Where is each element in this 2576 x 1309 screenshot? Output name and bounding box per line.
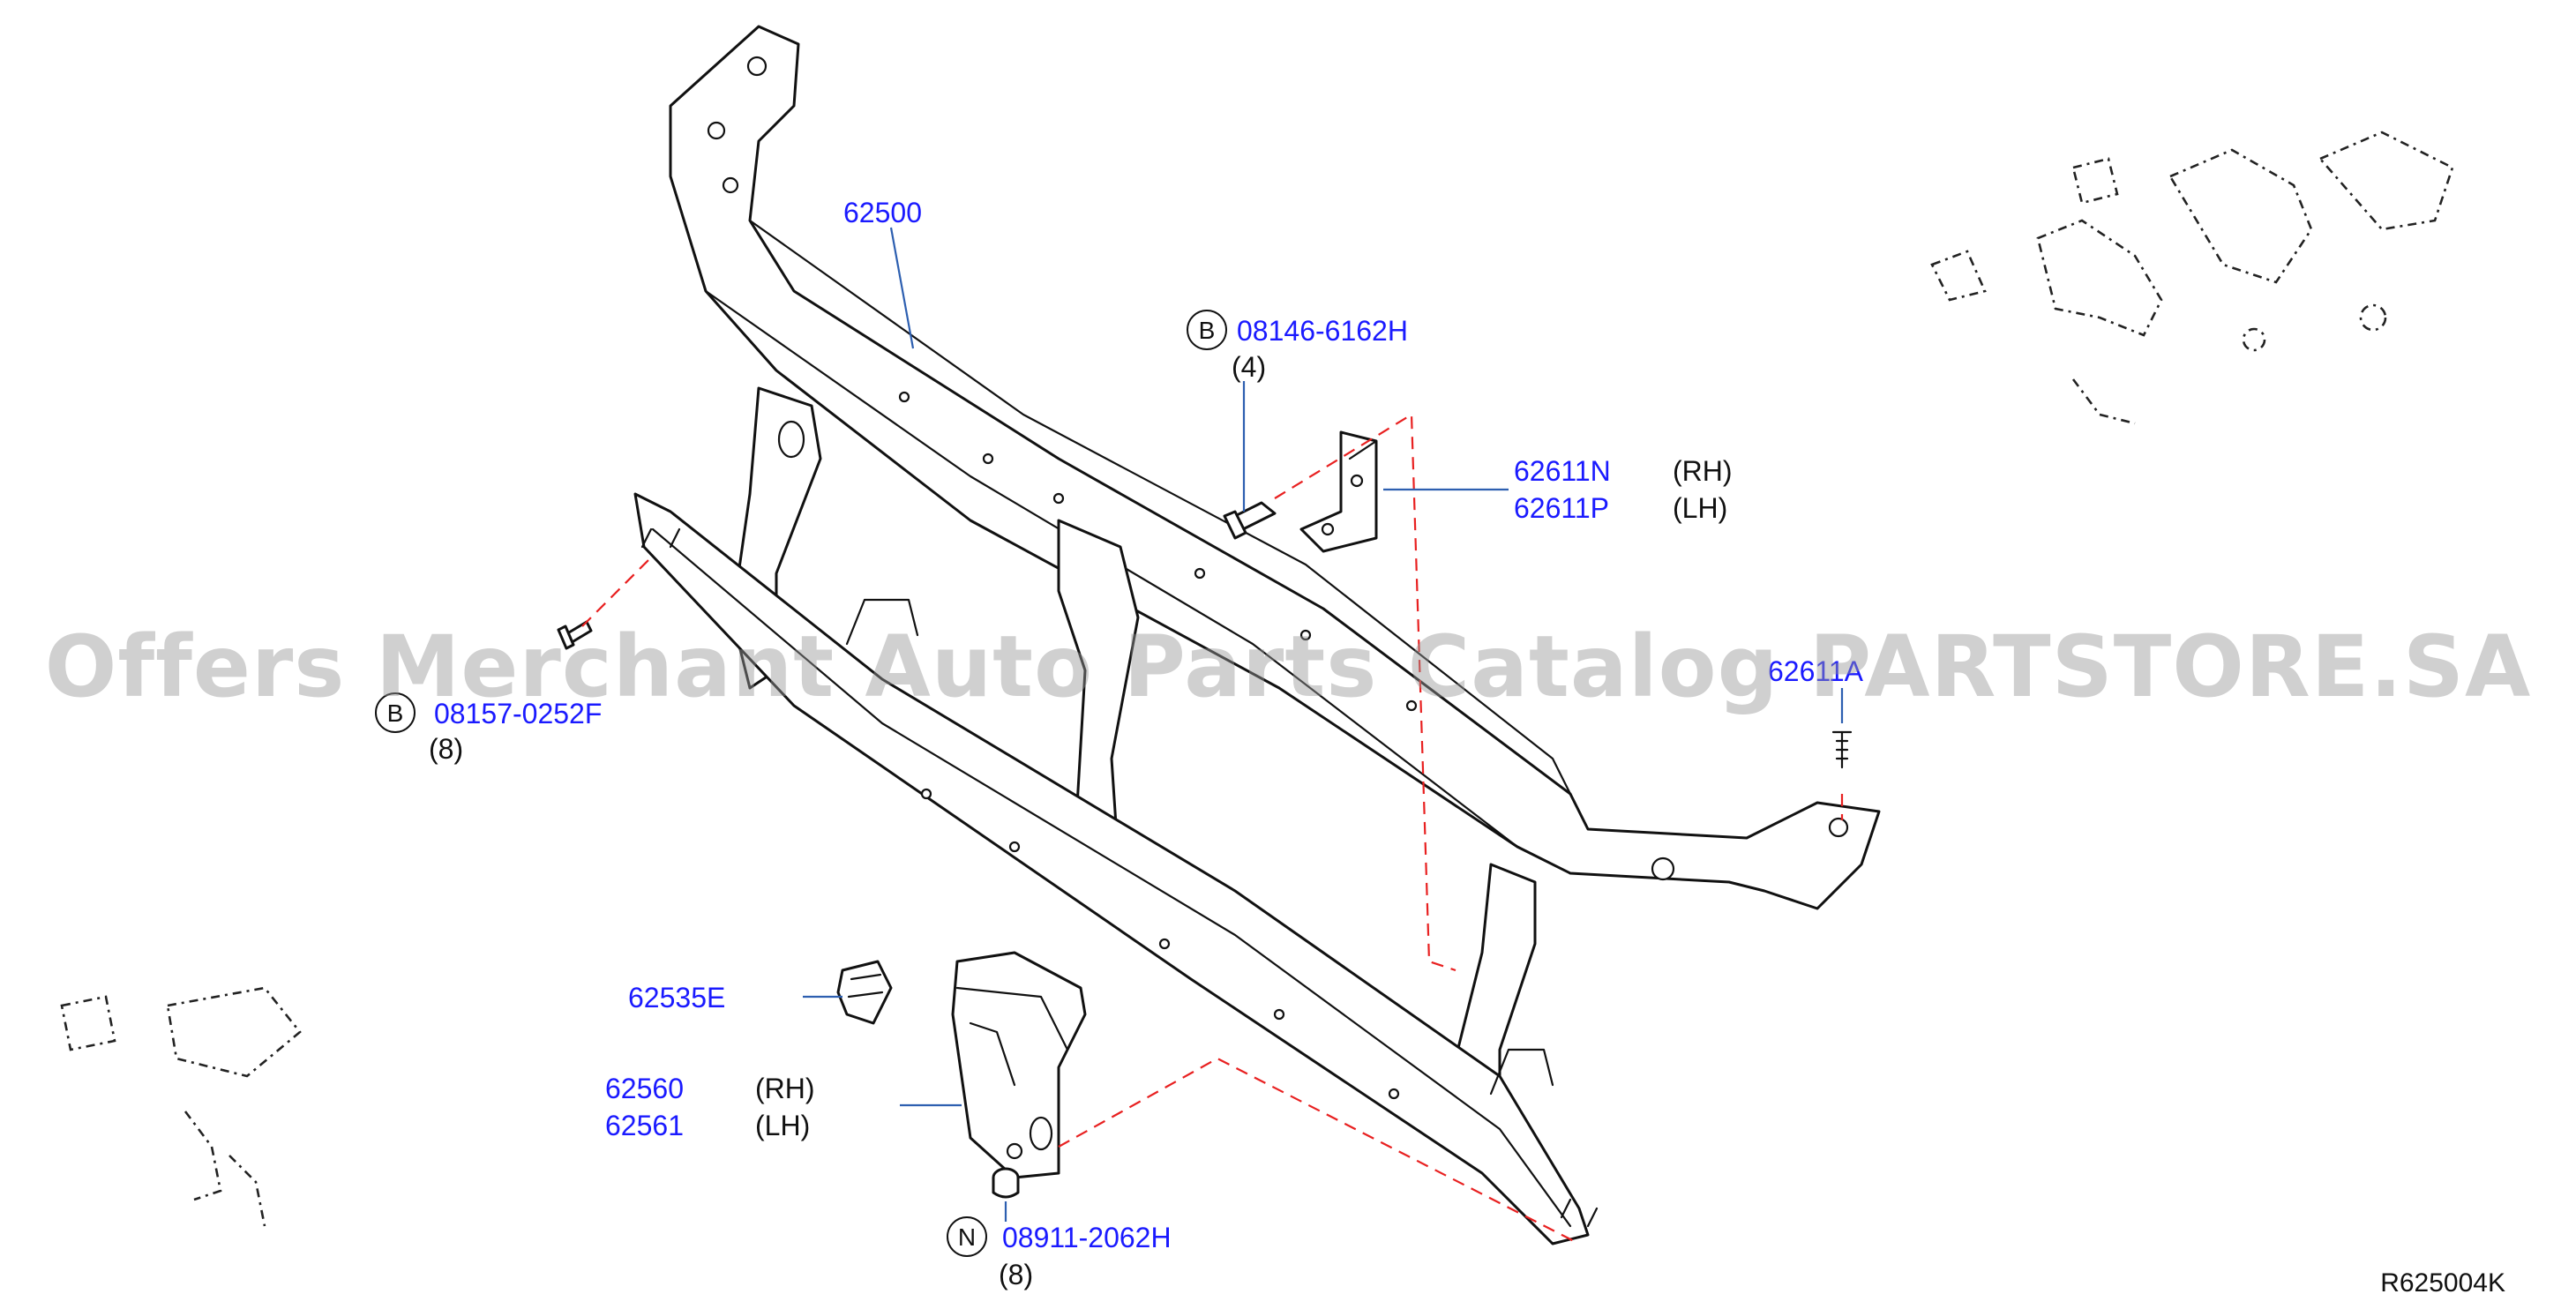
part-number-62560[interactable]: 62560 xyxy=(605,1073,684,1104)
part-number-62611A[interactable]: 62611A xyxy=(1768,655,1864,687)
support-callout: 62560 (RH) 62561 (LH) xyxy=(605,1073,815,1141)
part-number-08911-2062H[interactable]: 08911-2062H xyxy=(1002,1222,1172,1253)
part-number-62611N[interactable]: 62611N xyxy=(1514,455,1611,487)
circle-letter-b-left: B xyxy=(387,699,404,727)
bolt-top-callout: B 08146-6162H (4) xyxy=(1187,310,1408,383)
support-62560-62561[interactable] xyxy=(951,951,1087,1179)
nut-callout: N 08911-2062H (8) xyxy=(947,1216,1172,1290)
bracket-callout: 62611N (RH) 62611P (LH) xyxy=(1514,455,1733,524)
clip-62535E-icon[interactable] xyxy=(836,960,893,1025)
qty-bolt-left: (8) xyxy=(429,733,463,765)
clip-62611A-icon[interactable] xyxy=(1831,730,1853,769)
diagram-reference-id: R625004K xyxy=(2380,1268,2505,1298)
circle-letter-b-top: B xyxy=(1199,317,1216,344)
part-number-08146-6162H[interactable]: 08146-6162H xyxy=(1237,315,1408,347)
part-number-62500[interactable]: 62500 xyxy=(843,197,922,228)
side-lh-support: (LH) xyxy=(755,1110,810,1141)
part-number-62611P[interactable]: 62611P xyxy=(1514,492,1609,524)
part-number-62535E[interactable]: 62535E xyxy=(628,982,725,1014)
part-number-08157-0252F[interactable]: 08157-0252F xyxy=(434,698,602,729)
side-rh-support: (RH) xyxy=(755,1073,815,1104)
bracket-62611[interactable] xyxy=(1299,430,1378,553)
qty-nut: (8) xyxy=(999,1259,1033,1290)
nut-08911-2062H-icon[interactable] xyxy=(992,1167,1020,1199)
dashed-guides xyxy=(581,413,1844,1245)
side-rh-bracket: (RH) xyxy=(1673,455,1733,487)
bolt-08157-0252F-icon[interactable] xyxy=(557,620,593,650)
sketch-detail-bottom-left xyxy=(60,986,302,1227)
qty-bolt-top: (4) xyxy=(1232,351,1266,383)
circle-letter-n: N xyxy=(958,1223,976,1251)
side-lh-bracket: (LH) xyxy=(1673,492,1727,524)
bolt-left-callout: B 08157-0252F (8) xyxy=(375,692,602,765)
bolt-08146-6162H-icon[interactable] xyxy=(1223,501,1277,540)
sketch-detail-top-right xyxy=(1930,131,2454,425)
radiator-core-support-62500[interactable] xyxy=(633,25,1881,1245)
part-number-62561[interactable]: 62561 xyxy=(605,1110,684,1141)
leader-lines xyxy=(803,227,1844,1222)
